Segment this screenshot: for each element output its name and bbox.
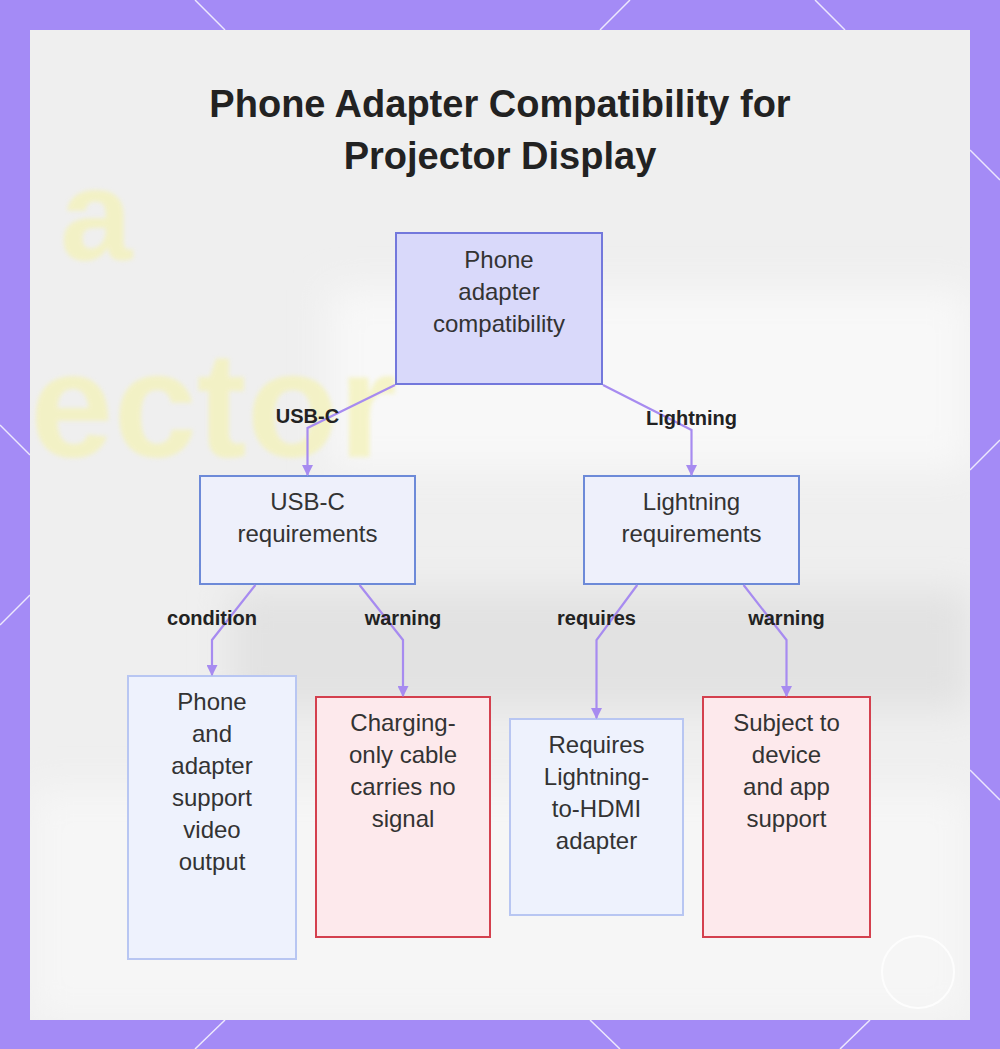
category-box: USB-C requirements	[199, 475, 416, 585]
category-box: Lightning requirements	[583, 475, 800, 585]
connector-arrow	[744, 585, 787, 696]
connector-arrow	[597, 585, 638, 718]
node-text: Lightning requirements	[599, 486, 784, 550]
node-text: Phone and adapter support video output	[166, 686, 258, 878]
node-text: Phone adapter compatibility	[428, 244, 570, 340]
node-text: Charging-only cable carries no signal	[342, 707, 464, 835]
connector-arrow	[603, 385, 692, 475]
connector-arrow	[212, 585, 255, 675]
node-text: Requires Lightning-to-HDMI adapter	[536, 729, 657, 857]
requirement-box: Requires Lightning-to-HDMI adapter	[509, 718, 684, 916]
diagram-title: Phone Adapter Compatibility for Projecto…	[170, 78, 830, 182]
node-text: Subject to device and app support	[732, 707, 841, 835]
node-text: USB-C requirements	[215, 486, 400, 550]
warning-box: Subject to device and app support	[702, 696, 871, 938]
edge-label: condition	[167, 607, 257, 630]
edge-label: USB-C	[276, 405, 339, 428]
condition-box: Phone and adapter support video output	[127, 675, 297, 960]
edge-label: requires	[557, 607, 636, 630]
connector-arrow	[308, 385, 396, 475]
root-box: Phone adapter compatibility	[395, 232, 603, 385]
background-watermark: ector	[30, 330, 397, 480]
edge-label: Lightning	[646, 407, 737, 430]
warning-box: Charging-only cable carries no signal	[315, 696, 491, 938]
background-watermark: a	[60, 150, 132, 280]
connector-arrow	[360, 585, 403, 696]
edge-label: warning	[365, 607, 442, 630]
edge-label: warning	[748, 607, 825, 630]
